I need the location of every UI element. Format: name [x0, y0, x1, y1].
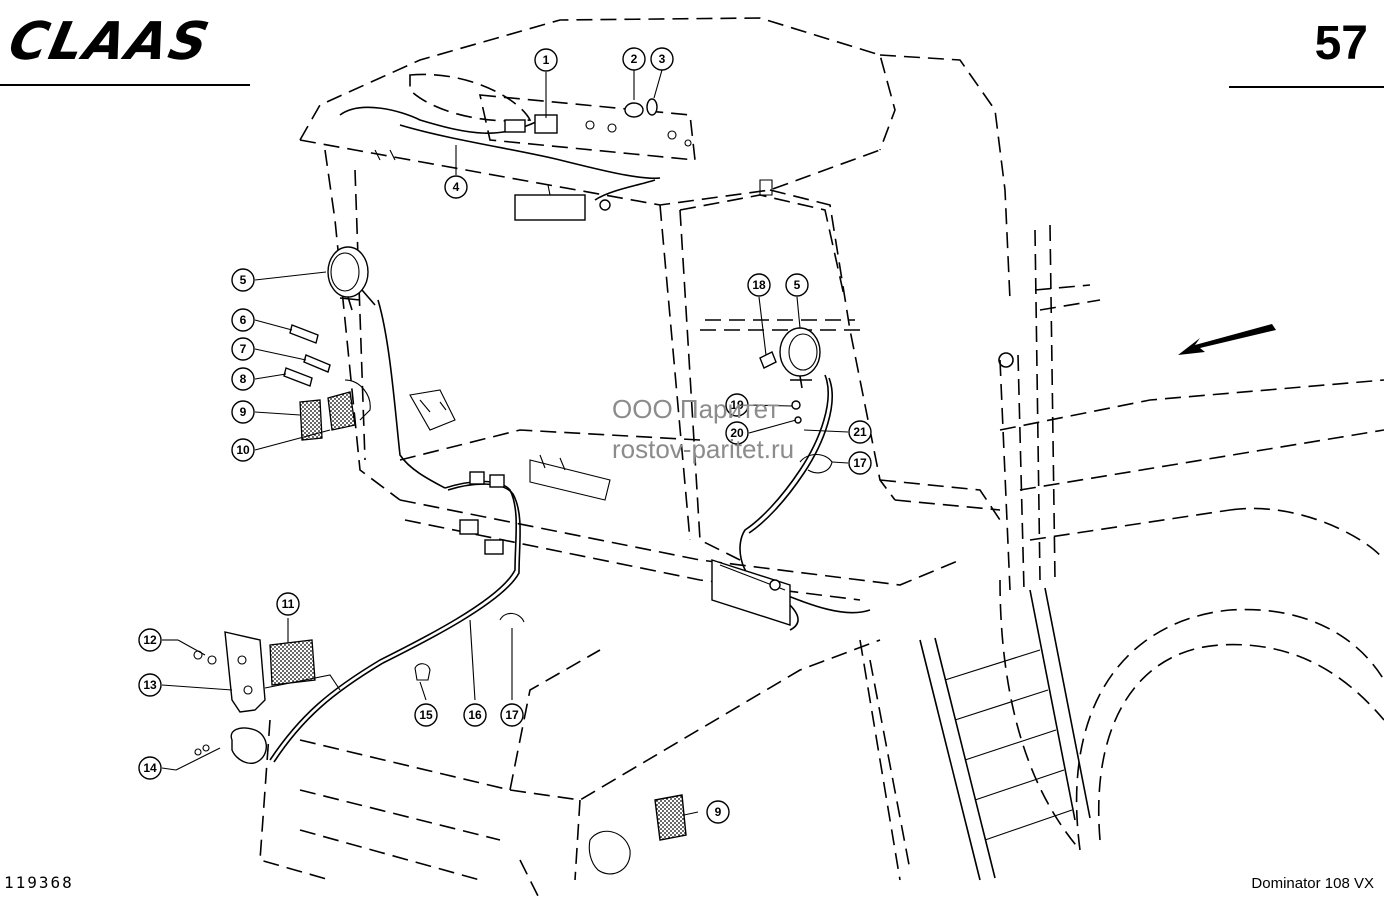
svg-text:13: 13	[143, 678, 157, 692]
ladder-and-wheel	[919, 224, 1384, 881]
callout-16: 16	[463, 703, 487, 727]
svg-text:18: 18	[752, 278, 766, 292]
machine-body-outline	[259, 639, 911, 900]
callout-21: 21	[848, 420, 872, 444]
callout-15: 15	[414, 703, 438, 727]
svg-text:5: 5	[794, 278, 801, 292]
callout-4: 4	[444, 175, 468, 199]
callout-11: 11	[276, 592, 300, 616]
right-harness	[711, 351, 871, 631]
callout-18: 18	[747, 273, 771, 297]
svg-text:17: 17	[853, 456, 867, 470]
work-light-left	[327, 246, 376, 311]
callout-6: 6	[231, 308, 255, 332]
svg-text:14: 14	[143, 761, 157, 775]
callout-17-bottom: 17	[500, 703, 524, 727]
page-number: 57	[1314, 17, 1368, 70]
callout-5-right: 5	[785, 273, 809, 297]
callout-5-left: 5	[231, 268, 255, 292]
callout-14: 14	[138, 756, 162, 780]
callout-9-left: 9	[231, 400, 255, 424]
svg-text:16: 16	[468, 708, 482, 722]
svg-text:5: 5	[240, 273, 247, 287]
callout-8: 8	[231, 367, 255, 391]
callout-2: 2	[622, 47, 646, 71]
callout-17-right: 17	[848, 451, 872, 475]
svg-text:2: 2	[631, 52, 638, 66]
svg-text:9: 9	[240, 405, 247, 419]
svg-text:4: 4	[453, 180, 460, 194]
callout-10: 10	[231, 438, 255, 462]
drawing-number: 119368	[4, 873, 74, 892]
bracket-assembly	[175, 612, 687, 875]
header-rule-right	[1229, 86, 1384, 88]
svg-text:12: 12	[143, 633, 157, 647]
callout-1: 1	[534, 48, 558, 72]
callout-3: 3	[650, 47, 674, 71]
header-rule-left	[0, 84, 250, 86]
svg-text:21: 21	[853, 425, 867, 439]
callout-19: 19	[725, 393, 749, 417]
watermark-url: rostov-paritet.ru	[612, 434, 795, 464]
callout-20: 20	[725, 421, 749, 445]
model-name: Dominator 108 VX	[1251, 875, 1374, 892]
svg-text:1: 1	[543, 53, 550, 67]
callout-13: 13	[138, 673, 162, 697]
svg-text:9: 9	[715, 805, 722, 819]
work-light-right	[779, 327, 821, 389]
svg-text:10: 10	[236, 443, 250, 457]
svg-text:11: 11	[282, 597, 295, 611]
svg-text:20: 20	[730, 426, 744, 440]
callout-7: 7	[231, 337, 255, 361]
fasteners-left	[283, 324, 456, 441]
leader-lines	[161, 69, 849, 816]
svg-text:7: 7	[240, 342, 247, 356]
svg-text:6: 6	[240, 313, 247, 327]
roof-console	[339, 73, 773, 221]
svg-text:19: 19	[730, 398, 744, 412]
svg-text:15: 15	[419, 708, 433, 722]
wiring-harness	[269, 299, 611, 763]
watermark-company: ООО Паритет	[612, 394, 780, 424]
svg-text:8: 8	[240, 372, 247, 386]
callout-12: 12	[138, 628, 162, 652]
svg-text:17: 17	[505, 708, 519, 722]
callout-9-bottom: 9	[706, 800, 730, 824]
svg-text:3: 3	[659, 52, 666, 66]
